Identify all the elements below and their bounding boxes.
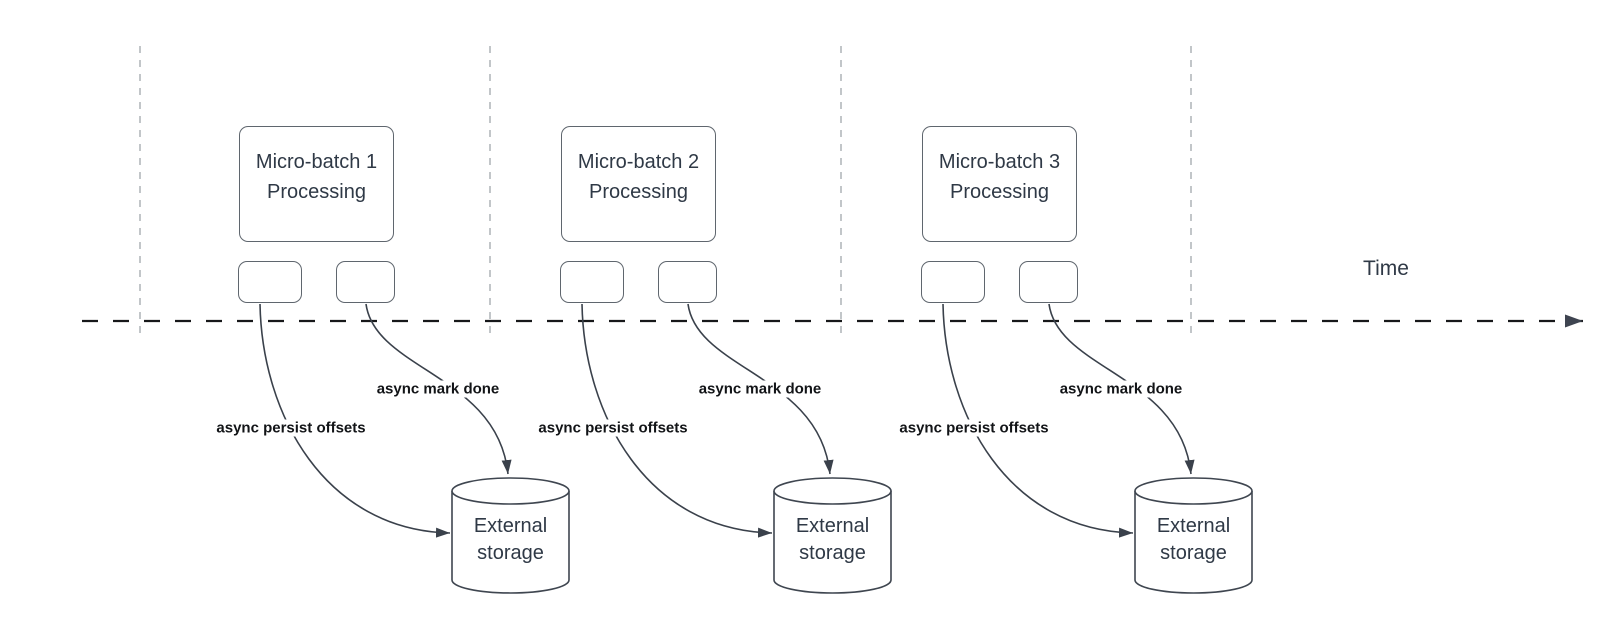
- persist-offsets-arrow-1: [259, 303, 451, 538]
- storage-cylinder-3: [1134, 491, 1253, 594]
- micro-batch-2-label: Micro-batch 2 Processing: [577, 151, 700, 203]
- persist-offsets-label-2: async persist offsets: [535, 419, 691, 437]
- mark-done-task-box-2: [658, 261, 717, 303]
- micro-batch-1-label: Micro-batch 1 Processing: [255, 151, 378, 203]
- mark-done-arrow-3: [1048, 303, 1195, 475]
- persist-offsets-task-box-3: [921, 261, 985, 303]
- time-label: Time: [1363, 257, 1409, 280]
- persist-offsets-task-box-1: [238, 261, 302, 303]
- persist-offsets-task-box-2: [560, 261, 624, 303]
- storage-label-2: External storage: [795, 515, 870, 564]
- storage-cylinder-top-1: [451, 477, 570, 505]
- micro-batch-3-label: Micro-batch 3 Processing: [938, 151, 1061, 203]
- mark-done-label-1: async mark done: [373, 380, 503, 398]
- mark-done-label-2: async mark done: [695, 380, 825, 398]
- mark-done-label-3: async mark done: [1056, 380, 1186, 398]
- storage-cylinder-top-3: [1134, 477, 1253, 505]
- storage-cylinder-2: [773, 491, 892, 594]
- persist-offsets-label-1: async persist offsets: [213, 419, 369, 437]
- storage-label-1: External storage: [473, 515, 548, 564]
- micro-batch-1-box: Micro-batch 1 Processing: [239, 126, 394, 242]
- persist-offsets-arrow-3: [942, 303, 1134, 538]
- micro-batch-3-box: Micro-batch 3 Processing: [922, 126, 1077, 242]
- persist-offsets-arrow-2: [581, 303, 773, 538]
- storage-label-3: External storage: [1156, 515, 1231, 564]
- storage-cylinder-top-2: [773, 477, 892, 505]
- storage-cylinder-1: [451, 491, 570, 594]
- mark-done-arrow-1: [365, 303, 512, 475]
- micro-batch-2-box: Micro-batch 2 Processing: [561, 126, 716, 242]
- mark-done-arrow-2: [687, 303, 834, 475]
- mark-done-task-box-3: [1019, 261, 1078, 303]
- mark-done-task-box-1: [336, 261, 395, 303]
- persist-offsets-label-3: async persist offsets: [896, 419, 1052, 437]
